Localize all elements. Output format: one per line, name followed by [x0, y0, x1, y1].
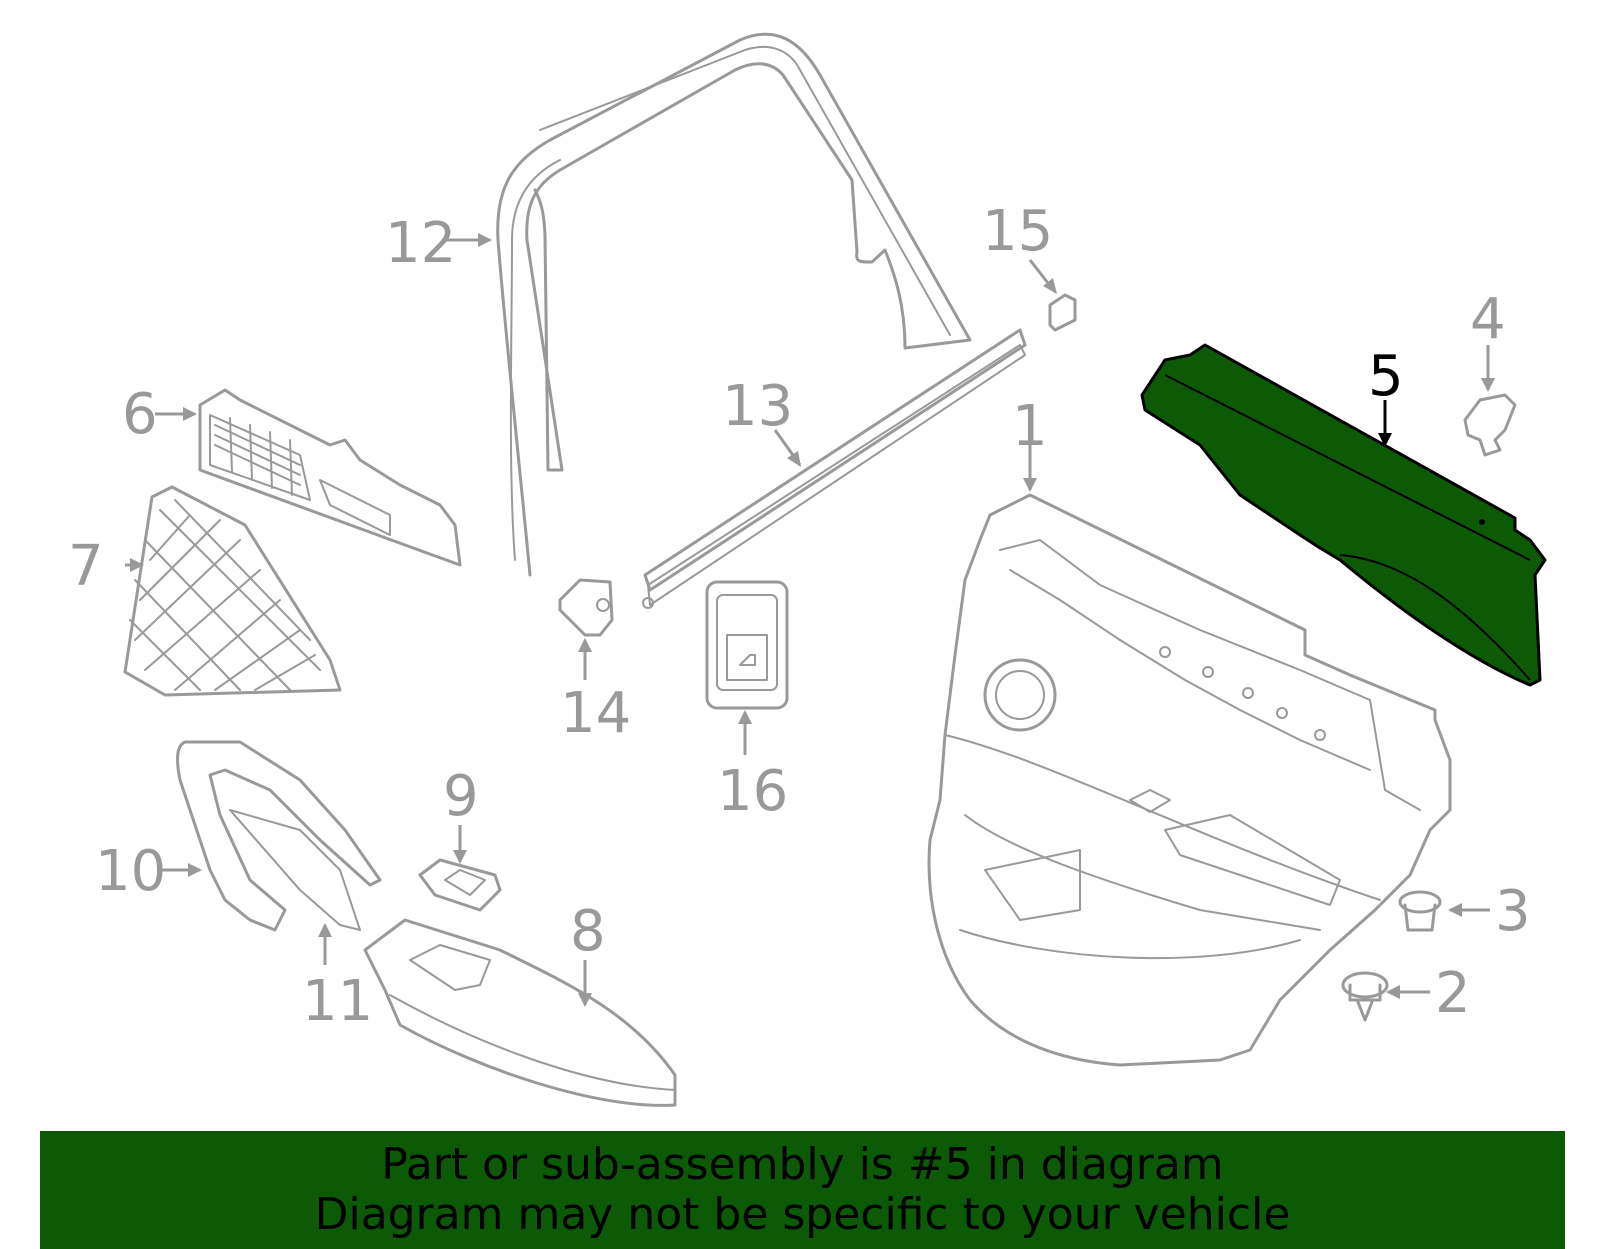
callout-10: 10 — [95, 839, 166, 904]
callout-3: 3 — [1495, 879, 1531, 944]
part-9-small-switch — [418, 858, 502, 912]
part-1-door-trim-panel — [927, 493, 1452, 1067]
callout-11: 11 — [302, 969, 373, 1034]
callout-8: 8 — [570, 899, 606, 964]
part-4-clip — [1463, 393, 1517, 457]
part-7-net-pocket — [123, 485, 342, 697]
callout-5: 5 — [1368, 344, 1404, 409]
part-10-handle-frame — [176, 740, 382, 932]
banner-line-part: Part or sub-assembly is #5 in diagram — [381, 1139, 1224, 1190]
callout-14: 14 — [560, 681, 631, 746]
banner-line-disclaimer: Diagram may not be specific to your vehi… — [314, 1189, 1291, 1240]
callout-2: 2 — [1435, 961, 1471, 1026]
part-12-window-frame — [496, 32, 972, 577]
callout-arrows — [125, 233, 1495, 1007]
part-6-grille-bracket — [198, 388, 462, 567]
part-3-grommet — [1398, 890, 1442, 932]
part-13-belt-moulding — [642, 328, 1027, 609]
callout-12: 12 — [385, 211, 456, 276]
info-banner: Part or sub-assembly is #5 in diagram Di… — [40, 1131, 1565, 1249]
part-8-armrest — [363, 918, 677, 1107]
callout-1: 1 — [1012, 394, 1048, 459]
callout-16: 16 — [717, 759, 788, 824]
part-2-push-clip — [1341, 971, 1389, 1022]
part-5-upper-trim-highlighted — [1140, 343, 1547, 687]
callout-4: 4 — [1470, 287, 1506, 352]
part-14-switch-housing — [558, 578, 614, 637]
callout-6: 6 — [122, 382, 158, 447]
callout-9: 9 — [443, 764, 479, 829]
part-15-clip — [1048, 293, 1077, 332]
callout-7: 7 — [68, 534, 104, 599]
part-16-window-switch — [705, 580, 789, 710]
callout-15: 15 — [982, 199, 1053, 264]
callout-13: 13 — [722, 374, 793, 439]
